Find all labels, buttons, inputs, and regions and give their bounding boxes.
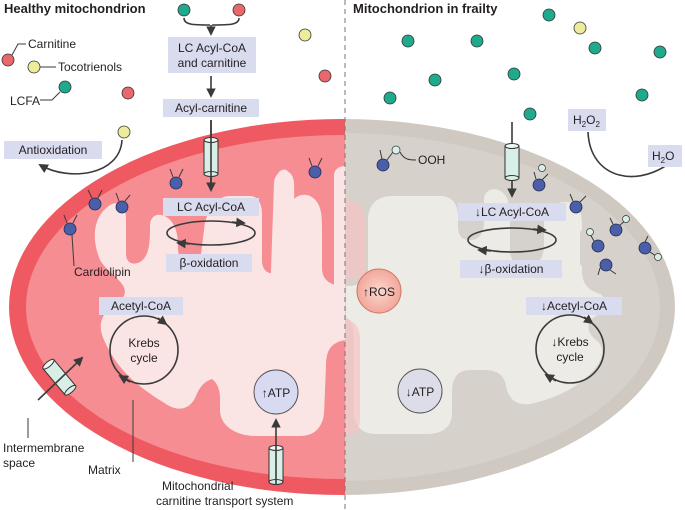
carnitine-legend-dot <box>1 53 15 67</box>
frail-lc-acyl-coa-label: ↓LC Acyl-CoA <box>475 205 549 219</box>
lcfa-legend-dot <box>58 80 72 94</box>
krebs-label-line1: Krebs <box>128 336 159 350</box>
frail-cardiolipin-tails <box>533 164 662 276</box>
lcfa-molecule <box>177 3 191 17</box>
frail-krebs-label-line1: ↓Krebs <box>551 335 588 349</box>
carnitine-transporter-left <box>42 358 77 396</box>
acetyl-coa-label: Acetyl-CoA <box>111 299 171 313</box>
crista-bridge <box>346 200 366 280</box>
legend: Carnitine Tocotrienols LCFA <box>1 37 122 108</box>
tocotrienol-molecule <box>573 21 587 35</box>
frail-cardiolipin <box>532 178 652 272</box>
atp-increase-label: ↑ATP <box>262 386 290 400</box>
tocotrienol-molecule <box>117 125 131 139</box>
frail-beta-oxidation-cycle <box>467 227 557 253</box>
frail-krebs-label-line2: cycle <box>556 350 584 364</box>
title-frailty: Mitochondrion in frailty <box>353 1 498 16</box>
antioxidation-label: Antioxidation <box>19 143 88 157</box>
carnitine-molecule <box>121 86 135 100</box>
carnitine-transporter-frail <box>504 143 520 181</box>
title-healthy: Healthy mitochondrion <box>4 1 146 16</box>
beta-oxidation-cycle <box>166 220 256 246</box>
frail-free-molecules <box>383 8 667 121</box>
beta-oxidation-label: β-oxidation <box>180 256 239 270</box>
acyl-carnitine-label: Acyl-carnitine <box>175 101 247 115</box>
krebs-label-line2: cycle <box>130 351 158 365</box>
cardiolipin-tails <box>63 157 323 224</box>
transport-system-label-line2: carnitine transport system <box>156 494 293 508</box>
frail-krebs-cycle <box>535 314 605 384</box>
cardiolipin-molecules <box>63 165 322 236</box>
atp-decrease-bubble <box>397 368 443 414</box>
ooh-label: OOH <box>418 153 445 167</box>
krebs-cycle <box>109 315 179 385</box>
oxidized-cardiolipin <box>376 158 390 172</box>
carnitine-molecule <box>232 3 246 17</box>
legend-tocotrienols: Tocotrienols <box>58 60 122 74</box>
h2o2-label: H2O2 <box>573 113 600 129</box>
frail-acetyl-coa-label: ↓Acetyl-CoA <box>541 299 607 313</box>
lc-acyl-coa-inside-label: LC Acyl-CoA <box>177 200 245 214</box>
frail-crista-strip <box>580 228 592 268</box>
lc-acyl-coa-and-carnitine-line1: LC Acyl-CoA <box>178 41 246 55</box>
intermembrane-label-line2: space <box>3 456 35 470</box>
legend-lcfa: LCFA <box>10 94 40 108</box>
lc-acyl-coa-and-carnitine-line2: and carnitine <box>178 56 247 70</box>
ros-bubble <box>356 268 402 314</box>
intermembrane-label-line1: Intermembrane <box>3 441 85 455</box>
crista-bridge-lower <box>346 320 360 436</box>
carnitine-transporter-top <box>203 137 219 177</box>
tocotrienol-legend-dot <box>27 60 41 74</box>
carnitine-molecule <box>318 69 332 83</box>
atp-decrease-label: ↓ATP <box>406 385 434 399</box>
atp-increase-bubble <box>253 369 299 415</box>
tocotrienol-molecule <box>298 28 312 42</box>
frail-beta-oxidation-label: ↓β-oxidation <box>479 262 544 276</box>
legend-carnitine: Carnitine <box>28 37 76 51</box>
ros-label: ↑ROS <box>363 285 395 299</box>
transport-system-label-line1: Mitochondrial <box>162 479 233 493</box>
cardiolipin-label: Cardiolipin <box>74 265 131 279</box>
h2o-label: H2O <box>652 149 674 165</box>
matrix-label: Matrix <box>88 463 121 477</box>
